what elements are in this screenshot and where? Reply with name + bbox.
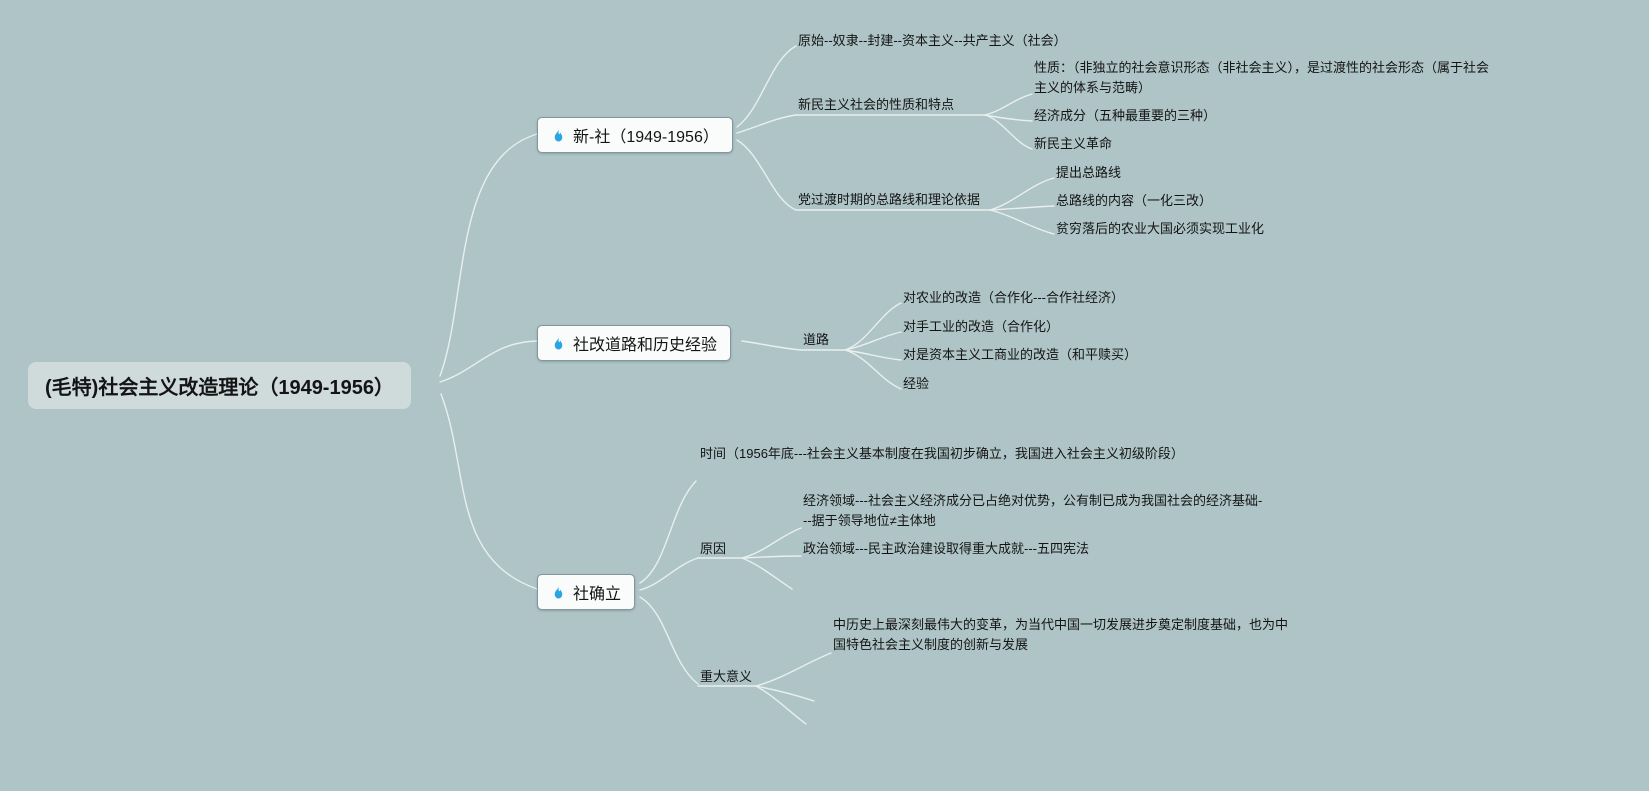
connector (989, 205, 1055, 211)
connector (439, 340, 538, 383)
node-reason[interactable]: 原因 (700, 541, 727, 556)
connector (741, 527, 802, 559)
node-capitalist-industry-transformation[interactable]: 对是资本主义工商业的改造（和平赎买） (903, 347, 1138, 362)
connector (741, 555, 802, 559)
node-social-stages[interactable]: 原始--奴隶--封建--资本主义--共产主义（社会） (798, 33, 1067, 48)
main-topic-label: 新-社（1949-1956） (573, 129, 719, 146)
flame-icon (551, 334, 566, 353)
main-topic-new-society[interactable]: 新-社（1949-1956） (537, 117, 733, 153)
node-time[interactable]: 时间（1956年底---社会主义基本制度在我国初步确立，我国进入社会主义初级阶段… (700, 446, 1184, 461)
connector (844, 331, 902, 351)
node-political-field[interactable]: 政治领域---民主政治建设取得重大成就---五四宪法 (803, 541, 1089, 556)
node-significance[interactable]: 重大意义 (700, 669, 753, 684)
connector (844, 349, 902, 361)
node-agriculture-transformation[interactable]: 对农业的改造（合作化---合作社经济） (903, 290, 1124, 305)
node-economic-field[interactable]: 经济领域---社会主义经济成分已占绝对优势，公有制已成为我国社会的经济基础---… (803, 493, 1263, 528)
node-handicraft-transformation[interactable]: 对手工业的改造（合作化） (903, 319, 1060, 334)
connector (755, 652, 832, 687)
main-topic-label: 社改道路和历史经验 (573, 337, 718, 354)
connector (439, 133, 538, 377)
node-general-line-proposal[interactable]: 提出总路线 (1056, 165, 1122, 180)
node-new-democratic-revolution[interactable]: 新民主义革命 (1034, 136, 1113, 151)
node-industrialization-need[interactable]: 贫穷落后的农业大国必须实现工业化 (1056, 221, 1265, 236)
connector (736, 45, 797, 128)
connector (989, 177, 1055, 211)
connector (984, 114, 1033, 150)
flame-icon (551, 126, 566, 145)
connector (736, 139, 797, 211)
main-topic-label: 社确立 (573, 586, 622, 603)
main-topic-establishment[interactable]: 社确立 (537, 574, 636, 610)
node-significance-detail[interactable]: 中历史上最深刻最伟大的变革，为当代中国一切发展进步奠定制度基础，也为中国特色社会… (833, 617, 1289, 652)
connector (984, 93, 1033, 116)
connector (741, 557, 793, 590)
node-general-line[interactable]: 党过渡时期的总路线和理论依据 (798, 192, 981, 207)
root-topic[interactable]: (毛特)社会主义改造理论（1949-1956） (28, 362, 411, 409)
connector (736, 114, 797, 134)
connector (440, 393, 538, 590)
connector (755, 685, 815, 702)
node-nature-detail[interactable]: 性质：（非独立的社会意识形态（非社会主义），是过渡性的社会形态（属于社会主义的体… (1034, 60, 1490, 95)
connector (639, 557, 699, 591)
node-new-democracy-nature[interactable]: 新民主义社会的性质和特点 (798, 97, 955, 112)
connector (844, 349, 902, 390)
flame-icon (551, 583, 566, 602)
connector (984, 114, 1033, 122)
connector (989, 209, 1055, 235)
node-general-line-content[interactable]: 总路线的内容（一化三改） (1056, 193, 1213, 208)
connector (639, 480, 697, 584)
connector (639, 596, 699, 685)
main-topic-transformation-path[interactable]: 社改道路和历史经验 (537, 325, 732, 361)
connector (741, 340, 802, 351)
connector (844, 302, 902, 351)
node-experience[interactable]: 经验 (903, 376, 930, 391)
node-path[interactable]: 道路 (803, 332, 830, 347)
node-economic-components[interactable]: 经济成分（五种最重要的三种） (1034, 108, 1217, 123)
connector (755, 685, 807, 725)
